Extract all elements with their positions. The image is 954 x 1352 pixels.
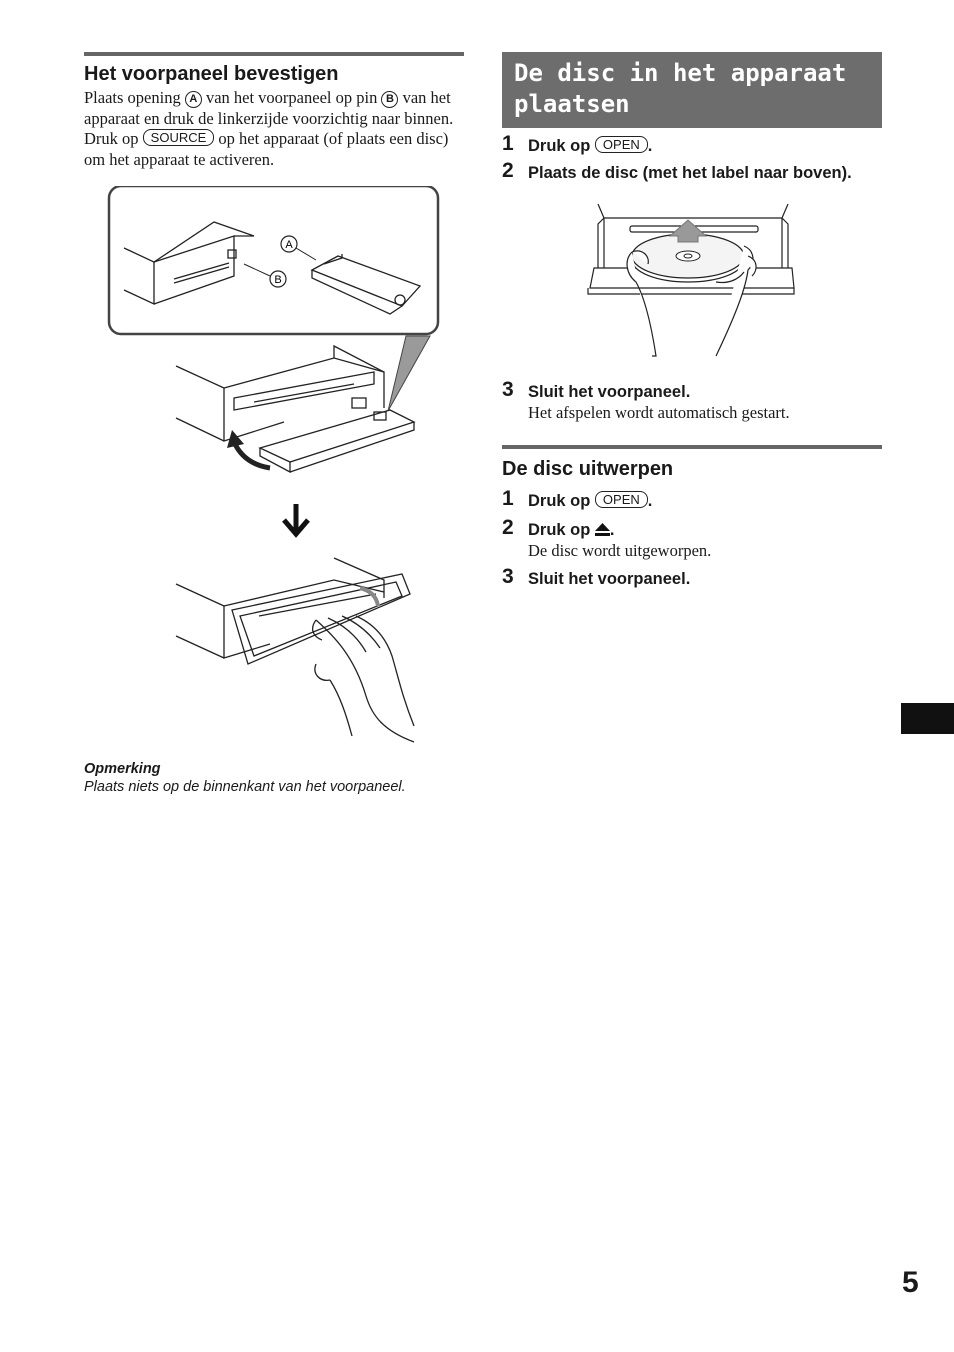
left-column: Het voorpaneel bevestigen Plaats opening…	[84, 52, 464, 796]
eject-step-2: 2 Druk op . De disc wordt uitgeworpen.	[502, 516, 882, 561]
section-heading-attach: Het voorpaneel bevestigen	[84, 63, 339, 85]
open-key: OPEN	[594, 136, 648, 153]
step-text: Sluit het voorpaneel.	[528, 383, 691, 401]
step-number: 1	[502, 132, 514, 155]
attach-faceplate-illustration: A B	[107, 186, 440, 743]
attach-paragraph-1: Plaats opening A van het voorpaneel op p…	[84, 88, 464, 129]
page-number: 5	[902, 1266, 919, 1299]
section-rule	[502, 445, 882, 449]
label-b-marker: B	[381, 91, 399, 108]
text: op het apparaat (of plaats een disc) om …	[84, 129, 449, 169]
eject-step-3: 3 Sluit het voorpaneel.	[502, 565, 882, 590]
step-subtext: De disc wordt uitgeworpen.	[528, 541, 712, 560]
step-text-end: .	[647, 492, 653, 510]
section-tab-marker	[901, 703, 954, 734]
section-banner-insert-disc: De disc in het apparaat plaatsen	[502, 52, 882, 128]
banner-line-2: plaatsen	[514, 90, 630, 118]
text: Druk op	[84, 129, 143, 148]
insert-step-2: 2 Plaats de disc (met het label naar bov…	[502, 159, 882, 184]
step-text-end: .	[609, 521, 615, 539]
insert-step-3: 3 Sluit het voorpaneel. Het afspelen wor…	[502, 378, 882, 423]
text: van het voorpaneel op pin	[201, 88, 382, 107]
banner-line-1: De disc in het apparaat	[514, 59, 847, 87]
section-heading-eject: De disc uitwerpen	[502, 458, 674, 480]
section-rule	[84, 52, 464, 56]
figure-label-a: A	[285, 239, 293, 251]
step-text: Druk op	[528, 492, 595, 510]
source-key: SOURCE	[142, 129, 215, 146]
note-text: Plaats niets op de binnenkant van het vo…	[84, 779, 406, 795]
eject-icon	[594, 523, 610, 536]
label-a-marker: A	[184, 91, 202, 108]
down-arrow-icon	[282, 504, 310, 538]
step-subtext: Het afspelen wordt automatisch gestart.	[528, 403, 790, 422]
insert-steps: 1 Druk op OPEN. 2 Plaats de disc (met he…	[502, 132, 882, 184]
step-number: 1	[502, 487, 514, 510]
step-text: Sluit het voorpaneel.	[528, 570, 691, 588]
open-key: OPEN	[594, 491, 648, 508]
step-number: 3	[502, 378, 514, 401]
step-text: Plaats de disc (met het label naar boven…	[528, 164, 852, 182]
text: van het apparaat en druk de linkerzijde …	[84, 88, 454, 128]
right-column: De disc in het apparaat plaatsen 1 Druk …	[502, 52, 882, 590]
insert-step-1: 1 Druk op OPEN.	[502, 132, 882, 157]
eject-steps: 1 Druk op OPEN. 2 Druk op . De disc word…	[502, 487, 882, 590]
insert-disc-illustration	[587, 203, 795, 357]
step-text-end: .	[647, 137, 653, 155]
figure-label-b: B	[274, 274, 281, 286]
step-text: Druk op	[528, 137, 595, 155]
step-number: 3	[502, 565, 514, 588]
step-number: 2	[502, 159, 514, 182]
step-number: 2	[502, 516, 514, 539]
text: Plaats opening	[84, 88, 185, 107]
note-title: Opmerking	[84, 761, 161, 777]
attach-paragraph-2: Druk op SOURCE op het apparaat (of plaat…	[84, 129, 464, 170]
eject-step-1: 1 Druk op OPEN.	[502, 487, 882, 512]
step-text: Druk op	[528, 521, 595, 539]
